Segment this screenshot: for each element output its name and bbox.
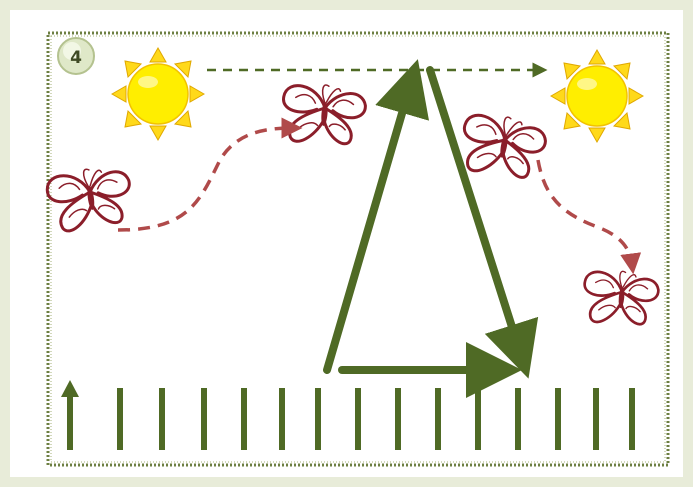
triangle-arrow-up: [327, 86, 410, 370]
vertical-line: [201, 388, 207, 450]
sun-icon: [112, 48, 204, 140]
vertical-line: [117, 388, 123, 450]
butterfly-icon: [280, 81, 367, 147]
vertical-lines-row: [61, 380, 635, 450]
step-badge: 4: [58, 38, 94, 74]
vertical-line: [555, 388, 561, 450]
vertical-line: [355, 388, 361, 450]
vertical-line: [629, 388, 635, 450]
vertical-line: [241, 388, 247, 450]
vertical-line: [435, 388, 441, 450]
butterfly-icon: [581, 268, 659, 327]
triangle-arrow-down: [430, 70, 520, 352]
vertical-line: [315, 388, 321, 450]
arrow-up-icon: [61, 380, 79, 397]
flight-path-right: [538, 160, 632, 264]
vertical-line: [279, 388, 285, 450]
sun-icon: [551, 50, 643, 142]
vertical-line: [395, 388, 401, 450]
vertical-line: [475, 388, 481, 450]
vertical-line: [159, 388, 165, 450]
butterfly-icon: [457, 110, 548, 182]
vertical-line: [593, 388, 599, 450]
butterfly-icon: [45, 164, 135, 234]
vertical-line: [67, 396, 73, 450]
vertical-line: [515, 388, 521, 450]
flight-path-left: [118, 128, 292, 230]
step-number: 4: [70, 48, 82, 68]
